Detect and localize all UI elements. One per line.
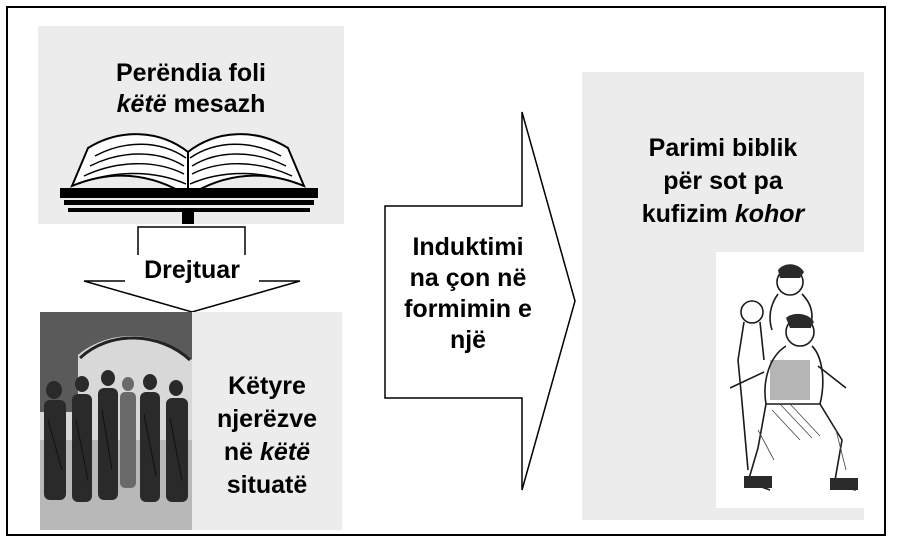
bottom-box-line-3-start: në: [223, 438, 261, 466]
bottom-box-line-3: në këtë: [192, 436, 342, 469]
top-box-line-2: këtë mesazh: [38, 89, 344, 120]
middle-arrow-text: Induktimi na çon në formimin e një: [388, 232, 548, 356]
bottom-box-line-2: njerëzve: [216, 405, 318, 433]
bottom-box-line-3-italic: këtë: [260, 438, 311, 466]
middle-arrow-line-1: Induktimi: [412, 233, 524, 261]
bottom-box: [192, 312, 342, 530]
right-box-line-2: për sot pa: [663, 167, 783, 195]
bottom-box-line-4: situatë: [226, 471, 308, 499]
middle-arrow-line-2: na çon në: [409, 264, 527, 292]
top-box-line-2-italic: këtë: [116, 90, 167, 118]
top-box-title: Perëndia foli këtë mesazh: [38, 58, 344, 120]
middle-arrow-line-3: formimin e: [404, 295, 532, 323]
right-box-line-3-italic: kohor: [734, 200, 805, 228]
right-box-line-3-start: kufizim: [641, 200, 735, 228]
bottom-box-text: Këtyre njerëzve në këtë situatë: [192, 370, 342, 502]
top-box-line-2-rest: mesazh: [166, 90, 266, 118]
bottom-box-line-1: Këtyre: [228, 372, 306, 400]
top-box-line-1: Perëndia foli: [115, 59, 267, 87]
down-arrow-label: Drejtuar: [125, 255, 259, 285]
right-box-line-3: kufizim kohor: [582, 198, 864, 231]
right-box-line-1: Parimi biblik: [648, 134, 798, 162]
right-box-text: Parimi biblik për sot pa kufizim kohor: [582, 132, 864, 231]
middle-arrow-line-4: një: [449, 326, 487, 354]
